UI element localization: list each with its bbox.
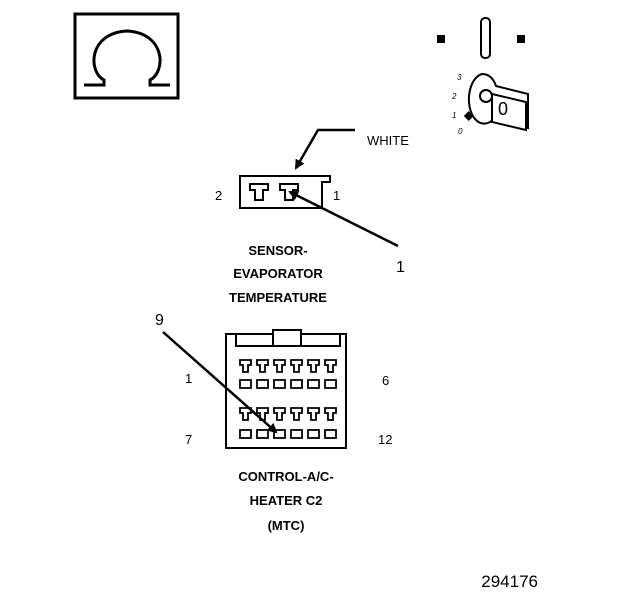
control-title-line-1: CONTROL-A/C- [238,469,333,484]
control-cavity-10 [290,429,303,439]
control-terminal-4 [290,359,303,373]
control-terminal-1 [239,359,252,373]
key-position-label: 0 [498,99,508,119]
ignition-position-2: 2 [451,92,457,101]
figure-number: 294176 [481,572,538,591]
sensor-pin-right-label: 1 [333,188,340,203]
control-title-line-3: (MTC) [268,518,305,533]
ignition-pointer [463,111,474,121]
sensor-connector: 2 1 [215,175,340,209]
control-cavity-9 [273,429,286,439]
callout-1-label: 1 [396,259,405,276]
control-cavity-1 [239,379,252,389]
sensor-title-line-3: TEMPERATURE [229,290,327,305]
control-cavity-7 [239,429,252,439]
ignition-position-0: 0 [458,127,463,136]
sensor-title-line-1: SENSOR- [248,243,307,258]
control-terminal-2 [256,359,269,373]
control-terminal-9 [273,407,286,421]
ignition-position-3: 3 [457,73,462,82]
callout-9: 9 [155,312,278,434]
control-pin-7-label: 7 [185,432,192,447]
control-cavity-8 [256,429,269,439]
sensor-title-line-2: EVAPORATOR [233,266,323,281]
control-pin-12-label: 12 [378,432,392,447]
control-cavity-5 [307,379,320,389]
control-cavity-2 [256,379,269,389]
ohmmeter-symbol: Ω [73,12,180,100]
control-cavity-11 [307,429,320,439]
control-pin-grid [239,359,337,439]
control-terminal-6 [324,359,337,373]
control-terminal-12 [324,407,337,421]
control-pin-1-label: 1 [185,371,192,386]
control-terminal-11 [307,407,320,421]
control-title-line-2: HEATER C2 [250,493,323,508]
control-connector: 1 6 7 12 [185,329,392,449]
ignition-position-1: 1 [452,111,456,120]
control-cavity-4 [290,379,303,389]
control-pin-6-label: 6 [382,373,389,388]
sensor-pin-2 [249,183,269,201]
ignition-switch: 0 3 2 1 0 [437,17,529,136]
control-cavity-12 [324,429,337,439]
control-cavity-6 [324,379,337,389]
wire-color-callout: WHITE [294,128,409,170]
control-cavity-3 [273,379,286,389]
key-icon [467,72,529,132]
control-terminal-8 [256,407,269,421]
callout-1: 1 [288,190,405,276]
wire-color-label: WHITE [367,133,409,148]
callout-9-label: 9 [155,312,164,329]
control-terminal-10 [290,407,303,421]
sensor-pin-left-label: 2 [215,188,222,203]
control-terminal-3 [273,359,286,373]
control-terminal-5 [307,359,320,373]
